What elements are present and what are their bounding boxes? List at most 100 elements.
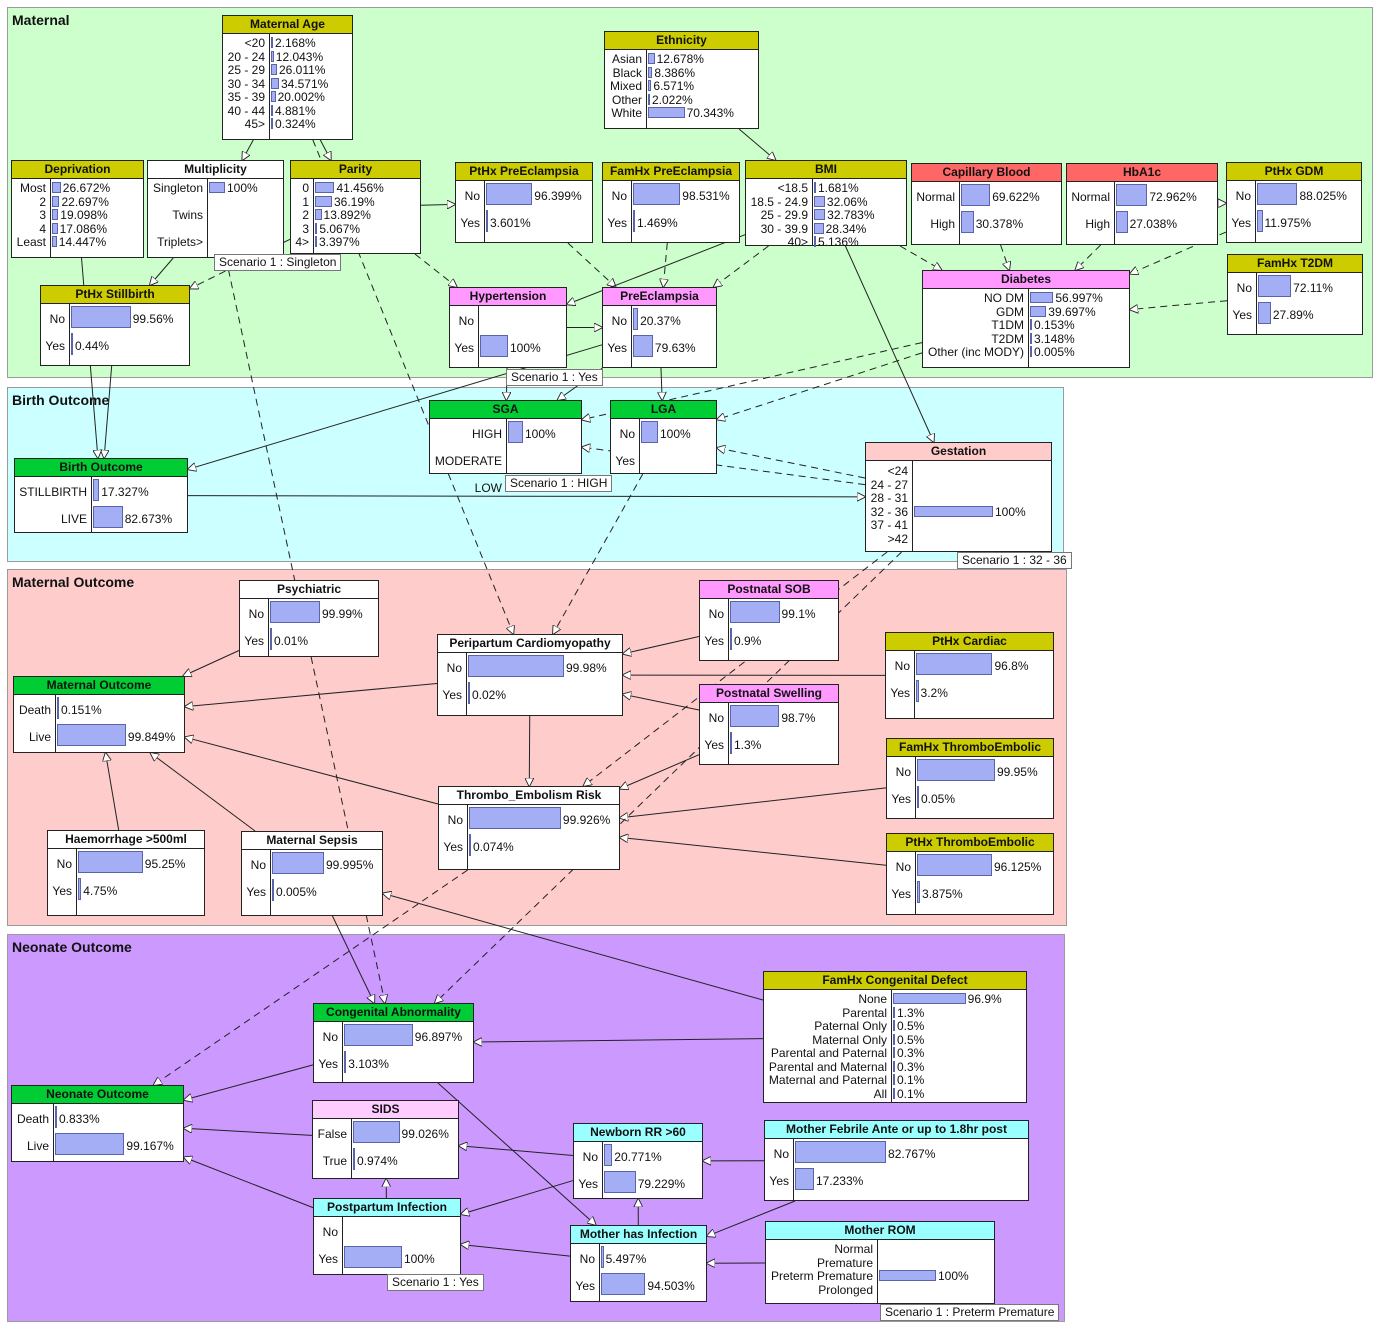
node-title: FamHx T2DM — [1228, 255, 1362, 273]
state-label: No — [773, 1147, 789, 1161]
node-title: PtHx GDM — [1227, 163, 1361, 181]
probability-bar — [315, 222, 318, 234]
state-value: 82.767% — [888, 1147, 936, 1161]
state-label: 25 - 29.9 — [760, 208, 808, 222]
probability-bar — [353, 1148, 355, 1170]
probability-bar — [893, 1006, 895, 1018]
node-title: Diabetes — [923, 271, 1129, 289]
state-value: 2.168% — [275, 36, 316, 50]
state-value: 99.56% — [132, 312, 174, 326]
state-value: 14.447% — [58, 235, 107, 249]
state-value: 3.875% — [922, 887, 963, 901]
probability-bar — [55, 1106, 57, 1128]
state-label: Yes — [454, 341, 474, 355]
probability-bar — [315, 182, 335, 193]
probability-bar — [917, 759, 995, 781]
state-row: 45>0.324% — [223, 117, 352, 131]
state-value: 26.672% — [62, 181, 111, 195]
region-label: Maternal — [12, 12, 70, 28]
state-label: Live — [28, 730, 51, 744]
scenario-label: Scenario 1 : Singleton — [214, 254, 342, 271]
state-value: 12.043% — [275, 49, 324, 64]
state-label: Yes — [246, 885, 266, 899]
state-label: No — [619, 427, 635, 441]
node-title: HbA1c — [1067, 164, 1217, 182]
state-value: 3.601% — [490, 216, 531, 230]
state-value: 0.005% — [1034, 345, 1075, 359]
state-label: Yes — [442, 688, 462, 702]
state-value: 17.327% — [101, 485, 149, 499]
probability-bar — [78, 878, 82, 900]
node-title: Thrombo_Embolism Risk — [439, 787, 619, 805]
state-row: Prolonged — [766, 1283, 994, 1297]
probability-bar — [486, 183, 533, 205]
node-divider — [631, 181, 632, 243]
node-title: Ethnicity — [605, 32, 758, 50]
state-value: 36.19% — [334, 194, 375, 209]
probability-bar — [1258, 275, 1292, 297]
node-title: Newborn RR >60 — [574, 1124, 702, 1142]
state-value: 0.9% — [734, 634, 762, 648]
state-label: No — [579, 1252, 595, 1266]
region-label: Neonate Outcome — [12, 939, 132, 955]
node-divider — [478, 306, 479, 368]
probability-bar — [604, 1171, 636, 1193]
node-divider — [646, 50, 647, 129]
state-label: Yes — [607, 216, 627, 230]
state-value: 26.011% — [278, 63, 326, 77]
state-label: Other (inc MODY) — [927, 345, 1024, 359]
node-title: Parity — [291, 161, 420, 179]
